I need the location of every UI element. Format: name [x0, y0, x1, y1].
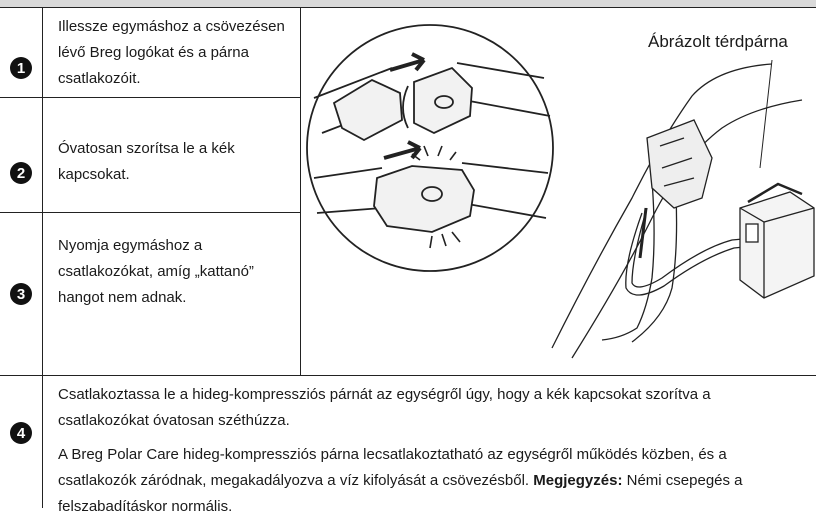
svg-text:1: 1 [17, 60, 25, 77]
header-strip [0, 0, 816, 8]
step-3-icon: 3 [9, 282, 33, 306]
connector-closeup [307, 25, 553, 271]
caption-leader-line [760, 60, 772, 168]
step-1-text: Illessze egymáshoz a csövezésen lévő Bre… [58, 14, 294, 92]
step-4-content: Csatlakoztassa le a hideg-kompressziós p… [58, 382, 798, 520]
step-1-icon: 1 [9, 56, 33, 80]
step-2-text: Óvatosan szorítsa le a kék kapcsokat. [58, 136, 268, 188]
step-3-text: Nyomja egymáshoz a csatlakozókat, amíg „… [58, 233, 273, 311]
step-4-icon: 4 [9, 421, 33, 445]
note-label: Megjegyzés: [533, 472, 622, 489]
row-divider [0, 212, 301, 213]
step-2-icon: 2 [9, 161, 33, 185]
instructions-table: 1 Illessze egymáshoz a csövezésen lévő B… [0, 8, 816, 508]
svg-text:2: 2 [17, 165, 25, 182]
knee-pad-illustration [302, 8, 816, 375]
column-divider [300, 8, 301, 375]
row-divider [0, 97, 301, 98]
step-4-paragraph-1: Csatlakoztassa le a hideg-kompressziós p… [58, 382, 798, 434]
step-4-paragraph-2: A Breg Polar Care hideg-kompressziós pár… [58, 442, 798, 520]
svg-text:3: 3 [17, 286, 25, 303]
row-divider [0, 375, 816, 376]
svg-text:4: 4 [17, 425, 26, 442]
column-divider [42, 8, 43, 508]
cooling-unit-drawing [740, 184, 814, 298]
